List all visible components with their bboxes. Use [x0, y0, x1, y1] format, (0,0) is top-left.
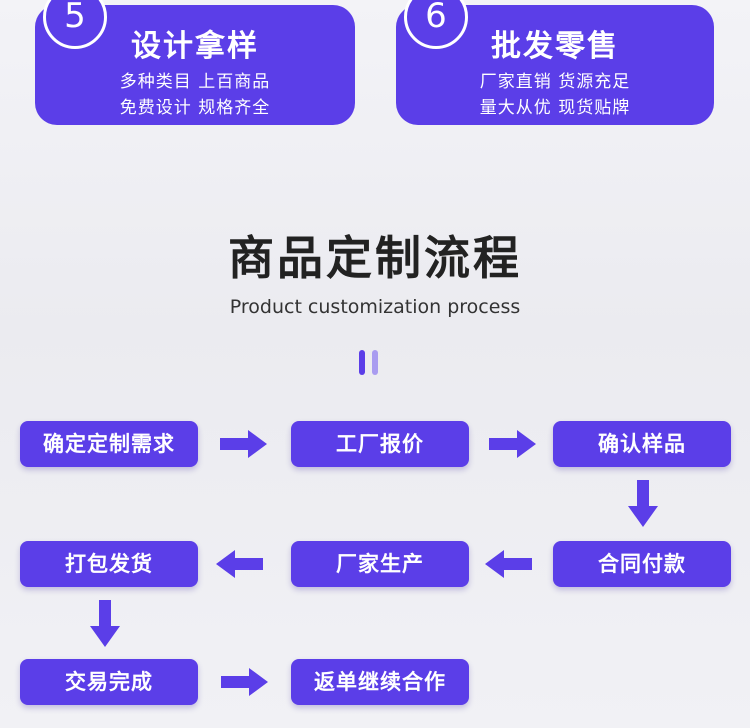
section-subtitle: Product customization process — [229, 296, 521, 318]
arrow-down-icon — [628, 480, 658, 527]
arrow-right-icon — [489, 430, 536, 458]
card-title: 设计拿样 — [131, 29, 259, 64]
process-step-contract-payment: 合同付款 — [553, 541, 731, 587]
card-text-line: 免费设计 规格齐全 — [119, 98, 271, 118]
arrow-right-icon — [220, 430, 267, 458]
arrow-down-icon — [90, 600, 120, 647]
decorative-bar — [372, 350, 378, 375]
process-step-requirements: 确定定制需求 — [20, 421, 198, 467]
card-number-badge: 5 — [43, 0, 107, 49]
arrow-left-icon — [485, 550, 532, 578]
feature-card-wholesale: 6 批发零售 厂家直销 货源充足 量大从优 现货贴牌 — [396, 0, 714, 125]
process-step-quote: 工厂报价 — [291, 421, 469, 467]
arrow-left-icon — [216, 550, 263, 578]
process-step-repeat-order: 返单继续合作 — [291, 659, 469, 705]
process-step-production: 厂家生产 — [291, 541, 469, 587]
card-number-badge: 6 — [404, 0, 468, 49]
card-text-line: 多种类目 上百商品 — [119, 72, 271, 92]
process-step-confirm-sample: 确认样品 — [553, 421, 731, 467]
process-step-shipping: 打包发货 — [20, 541, 198, 587]
section-title: 商品定制流程 — [228, 231, 522, 285]
arrow-right-icon — [221, 668, 268, 696]
process-step-complete: 交易完成 — [20, 659, 198, 705]
card-text-line: 量大从优 现货贴牌 — [479, 98, 631, 118]
decorative-bar — [359, 350, 365, 375]
card-title: 批发零售 — [491, 29, 619, 64]
feature-card-design-sample: 5 设计拿样 多种类目 上百商品 免费设计 规格齐全 — [35, 0, 355, 125]
card-text-line: 厂家直销 货源充足 — [479, 72, 631, 92]
